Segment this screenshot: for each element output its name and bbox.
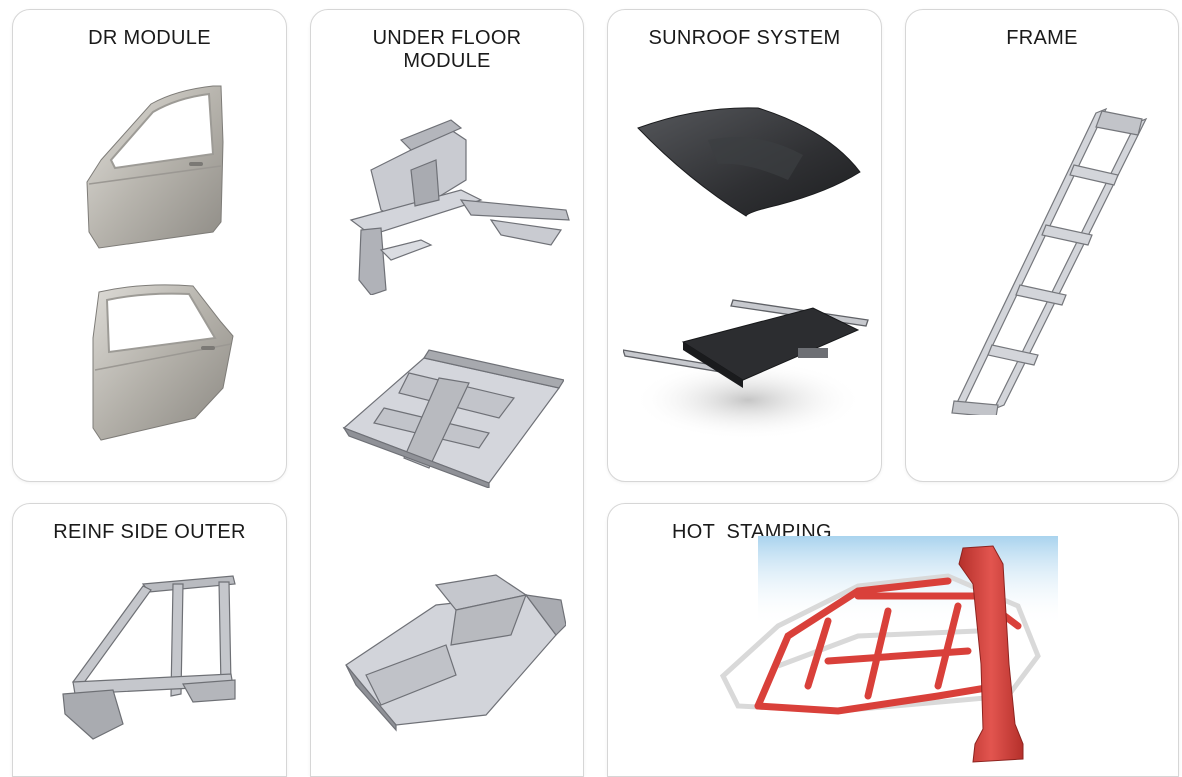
card-sunroof-system[interactable]: SUNROOF SYSTEM bbox=[607, 9, 882, 482]
sunroof-assembly-image bbox=[623, 299, 869, 440]
front-door-image bbox=[86, 85, 224, 249]
card-title: REINF SIDE OUTER bbox=[53, 521, 246, 543]
body-in-white-image bbox=[719, 536, 1058, 715]
rear-floor-image bbox=[345, 574, 566, 732]
card-title: SUNROOF SYSTEM bbox=[648, 27, 841, 49]
b-pillar-image bbox=[958, 545, 1024, 763]
rear-door-image bbox=[92, 284, 234, 441]
card-title: DR MODULE bbox=[88, 27, 211, 49]
center-floor-image bbox=[342, 349, 564, 488]
card-title: UNDER FLOOR MODULE bbox=[372, 27, 522, 72]
card-under-floor-module[interactable]: UNDER FLOOR MODULE bbox=[310, 9, 584, 777]
ladder-frame-image bbox=[951, 107, 1148, 415]
side-outer-image bbox=[62, 575, 236, 740]
card-title: FRAME bbox=[1006, 27, 1078, 49]
front-frame-image bbox=[349, 119, 570, 295]
card-reinf-side-outer[interactable]: REINF SIDE OUTER bbox=[12, 503, 287, 777]
card-hot-stamping[interactable]: HOT STAMPING bbox=[607, 503, 1179, 777]
sunroof-glass-image bbox=[637, 107, 861, 217]
card-dr-module[interactable]: DR MODULE bbox=[12, 9, 287, 482]
card-frame[interactable]: FRAME bbox=[905, 9, 1179, 482]
